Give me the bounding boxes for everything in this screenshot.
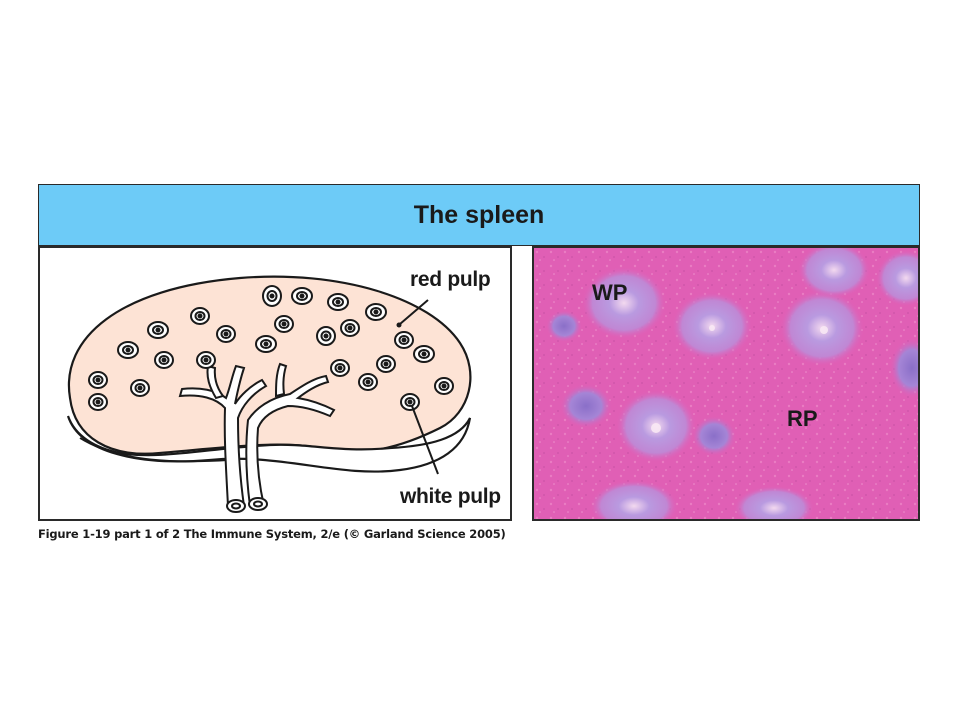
spleen-capsule [67,275,472,455]
blood-vessels [178,362,336,507]
spleen-diagram-panel: red pulp white pulp [38,246,512,521]
white-pulp-follicles [88,285,454,411]
vessel-ends [226,497,268,513]
rp-label: RP [787,406,818,431]
white-pulp-leader [411,405,439,475]
red-pulp-leader [399,299,429,325]
red-pulp-label: red pulp [410,268,491,291]
figure-caption: Figure 1-19 part 1 of 2 The Immune Syste… [38,527,506,541]
spleen-micrograph [534,248,918,519]
spleen-lower-lobe [66,415,472,473]
figure-title: The spleen [413,200,545,229]
spleen-diagram [66,275,472,513]
white-pulp-label: white pulp [400,485,501,508]
micrograph-panel: WP RP [532,246,920,521]
spleen-figure: The spleen [38,184,920,521]
wp-label: WP [592,280,628,305]
title-bar: The spleen [38,184,920,246]
